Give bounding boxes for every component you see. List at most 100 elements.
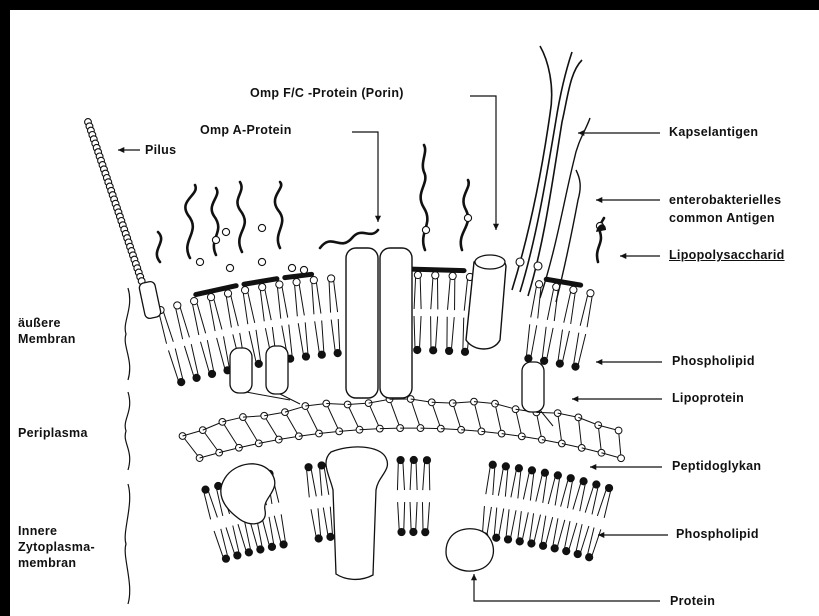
outer-lipid-inner-leaflet-tail: [435, 316, 437, 350]
outer-lipid-outer-leaflet-head: [449, 272, 456, 279]
outer-lipid-outer-leaflet-tail: [571, 290, 576, 324]
capsule-strand: [512, 46, 552, 290]
label-innere-2: Zytoplasma-: [18, 540, 95, 555]
arrow-omp-fc-line: [470, 96, 496, 230]
arrow-phospholipid-inner-head: [598, 532, 604, 538]
outer-lipid-inner-leaflet-head: [193, 374, 200, 381]
inner-lipid-inner-leaflet-head: [257, 546, 264, 553]
inner-lipid-outer-leaflet-tail: [505, 467, 508, 497]
outer-lipid-inner-leaflet-tail: [305, 322, 308, 356]
peptidoglycan-crosslink: [619, 430, 621, 458]
arrow-entero-head: [596, 197, 602, 203]
outer-lipid-inner-leaflet-tail: [463, 318, 464, 352]
inner-lipid-outer-leaflet-head: [410, 456, 417, 463]
lps-knob: [464, 214, 471, 221]
lps-core-bar: [285, 274, 312, 277]
capsule-knob: [534, 262, 542, 270]
peptidoglycan-crosslink: [326, 403, 339, 431]
label-phospholipid-outer: Phospholipid: [672, 354, 755, 369]
inner-lipid-inner-leaflet-tail: [422, 502, 423, 532]
lipoprotein-cylinder: [522, 362, 544, 412]
inner-lipid-inner-leaflet-tail: [410, 502, 411, 532]
outer-lipid-outer-leaflet-head: [191, 298, 198, 305]
inner-lipid-inner-leaflet-head: [245, 549, 252, 556]
inner-lipid-outer-leaflet-tail: [530, 471, 534, 501]
layer-bracket: [125, 484, 130, 604]
outer-lipid-outer-leaflet-tail: [316, 280, 321, 314]
inner-lipid-inner-leaflet-tail: [518, 511, 522, 541]
peptidoglycan-crosslink: [390, 399, 401, 428]
outer-lipid-inner-leaflet-head: [302, 353, 309, 360]
outer-lipid-outer-leaflet-tail: [420, 275, 421, 309]
peptidoglycan-crosslink: [348, 405, 360, 430]
inner-membrane-protein-right: [446, 529, 493, 571]
peptidoglycan-node: [618, 455, 625, 462]
peptidoglycan-crosslink: [495, 404, 502, 434]
inner-lipid-inner-leaflet-head: [493, 534, 500, 541]
inner-lipid-outer-leaflet-tail: [416, 460, 417, 490]
arrow-lipopolysaccharid-head: [620, 253, 626, 259]
lps-knob: [196, 258, 203, 265]
outer-lipid-outer-leaflet-tail: [163, 309, 174, 341]
outer-lipid-outer-leaflet-tail: [294, 282, 297, 316]
inner-lipid-inner-leaflet-tail: [522, 512, 528, 541]
label-protein: Protein: [670, 594, 715, 609]
inner-lipid-outer-leaflet-tail: [486, 465, 491, 495]
outer-lipid-outer-leaflet-tail: [464, 277, 468, 311]
inner-lipid-inner-leaflet-head: [551, 545, 558, 552]
lps-knob: [212, 236, 219, 243]
inner-lipid-outer-leaflet-tail: [555, 476, 560, 506]
inner-lipid-outer-leaflet-head: [605, 484, 612, 491]
peptidoglycan-crosslink: [558, 413, 562, 443]
peptidoglycan-crosslink: [536, 412, 541, 439]
inner-lipid-outer-leaflet-tail: [536, 472, 543, 501]
peptidoglycan-crosslink: [369, 403, 380, 429]
inner-lipid-inner-leaflet-tail: [281, 514, 286, 544]
outer-lipid-outer-leaflet-head: [241, 287, 248, 294]
inner-lipid-inner-leaflet-tail: [257, 520, 263, 549]
lps-knob: [258, 258, 265, 265]
lps-knob: [226, 264, 233, 271]
lps-o-antigen-chain: [237, 182, 244, 252]
peptidoglycan-crosslink: [305, 406, 319, 433]
inner-lipid-inner-leaflet-head: [539, 542, 546, 549]
inner-lipid-outer-leaflet-head: [397, 456, 404, 463]
outer-lipid-outer-leaflet-tail: [243, 291, 248, 325]
outer-lipid-outer-leaflet-head: [432, 272, 439, 279]
lps-knob: [222, 228, 229, 235]
label-innere-3: membran: [18, 556, 76, 571]
arrow-omp-a-line: [352, 132, 378, 222]
omp-fc-porin-left: [346, 248, 378, 398]
inner-lipid-inner-leaflet-tail: [238, 524, 247, 553]
inner-lipid-inner-leaflet-tail: [245, 522, 251, 551]
inner-lipid-inner-leaflet-tail: [506, 509, 509, 539]
inner-lipid-outer-leaflet-tail: [567, 479, 572, 509]
lps-core-bar: [546, 279, 580, 285]
inner-lipid-outer-leaflet-head: [528, 467, 535, 474]
inner-lipid-inner-leaflet-tail: [427, 502, 429, 532]
outer-lipid-outer-leaflet-tail: [260, 288, 264, 322]
inner-lipid-outer-leaflet-tail: [319, 466, 321, 496]
capsule-strand: [520, 52, 572, 292]
inner-lipid-outer-leaflet-head: [554, 472, 561, 479]
outer-lipid-inner-leaflet-head: [178, 379, 185, 386]
lps-core-bar: [244, 279, 277, 284]
outer-lipid-outer-leaflet-head: [259, 284, 266, 291]
inner-lipid-inner-leaflet-head: [222, 555, 229, 562]
outer-lipid-outer-leaflet-tail: [414, 275, 416, 309]
inner-lipid-outer-leaflet-tail: [498, 466, 503, 496]
outer-lipid-outer-leaflet-head: [587, 290, 594, 297]
inner-lipid-inner-leaflet-tail: [416, 502, 417, 532]
outer-lipid-inner-leaflet-tail: [175, 348, 183, 381]
inner-lipid-outer-leaflet-head: [515, 465, 522, 472]
outer-lipid-outer-leaflet-head: [310, 277, 317, 284]
inner-lipid-outer-leaflet-tail: [403, 460, 405, 490]
outer-lipid-inner-leaflet-tail: [451, 317, 454, 351]
inner-membrane-protein-center: [326, 447, 388, 580]
inner-lipid-inner-leaflet-tail: [557, 520, 565, 549]
inner-lipid-outer-leaflet-tail: [518, 469, 521, 499]
label-aussere-2: Membran: [18, 332, 76, 347]
lipoprotein-cylinder: [266, 346, 288, 394]
inner-lipid-outer-leaflet-tail: [511, 468, 517, 497]
